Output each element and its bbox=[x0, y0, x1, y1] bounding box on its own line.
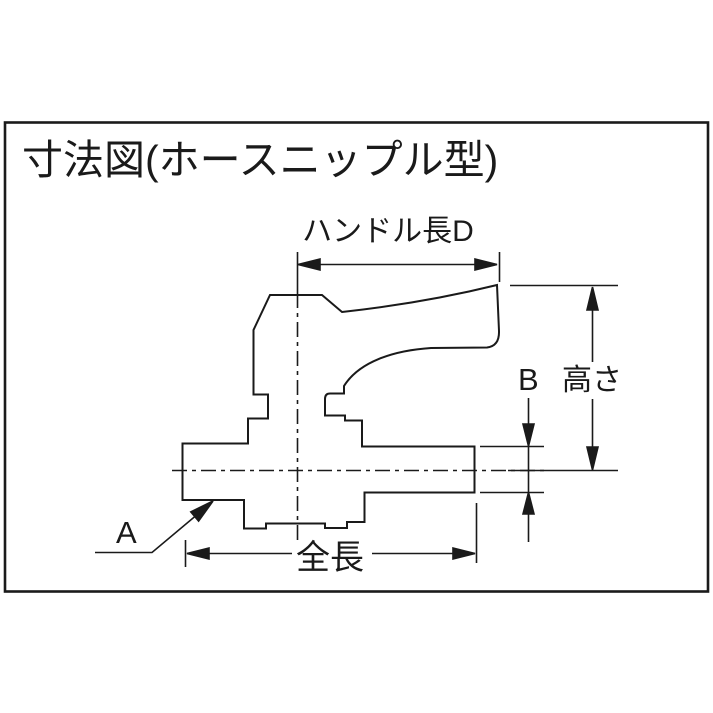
valve-outline bbox=[181, 283, 501, 530]
dim-b-label: B bbox=[518, 362, 539, 397]
dim-height bbox=[508, 284, 618, 472]
height-label: 高さ bbox=[562, 364, 622, 397]
frame-border bbox=[3, 121, 710, 593]
leader-line bbox=[95, 502, 212, 554]
centerlines bbox=[172, 293, 545, 540]
handle-length-label: ハンドル長D bbox=[302, 215, 474, 248]
part-a-label: A bbox=[116, 515, 137, 550]
figure-title: 寸法図(ホースニップル型) bbox=[22, 137, 499, 183]
arrowhead-right bbox=[452, 546, 476, 561]
dim-handle-length bbox=[296, 252, 501, 293]
arrowhead-down bbox=[521, 423, 536, 447]
total-length-label: 全長 bbox=[296, 539, 364, 577]
arrowhead-left bbox=[297, 257, 321, 272]
arrowhead-down bbox=[585, 446, 600, 471]
dim-total-length bbox=[184, 503, 478, 567]
line-work bbox=[3, 121, 710, 593]
arrowhead-left bbox=[186, 546, 210, 561]
dim-b bbox=[480, 398, 544, 542]
arrowhead-up bbox=[521, 492, 536, 515]
arrowhead-up bbox=[585, 286, 600, 311]
arrowhead-right bbox=[474, 257, 498, 272]
leader-a bbox=[95, 500, 214, 554]
arrowhead bbox=[189, 500, 214, 523]
